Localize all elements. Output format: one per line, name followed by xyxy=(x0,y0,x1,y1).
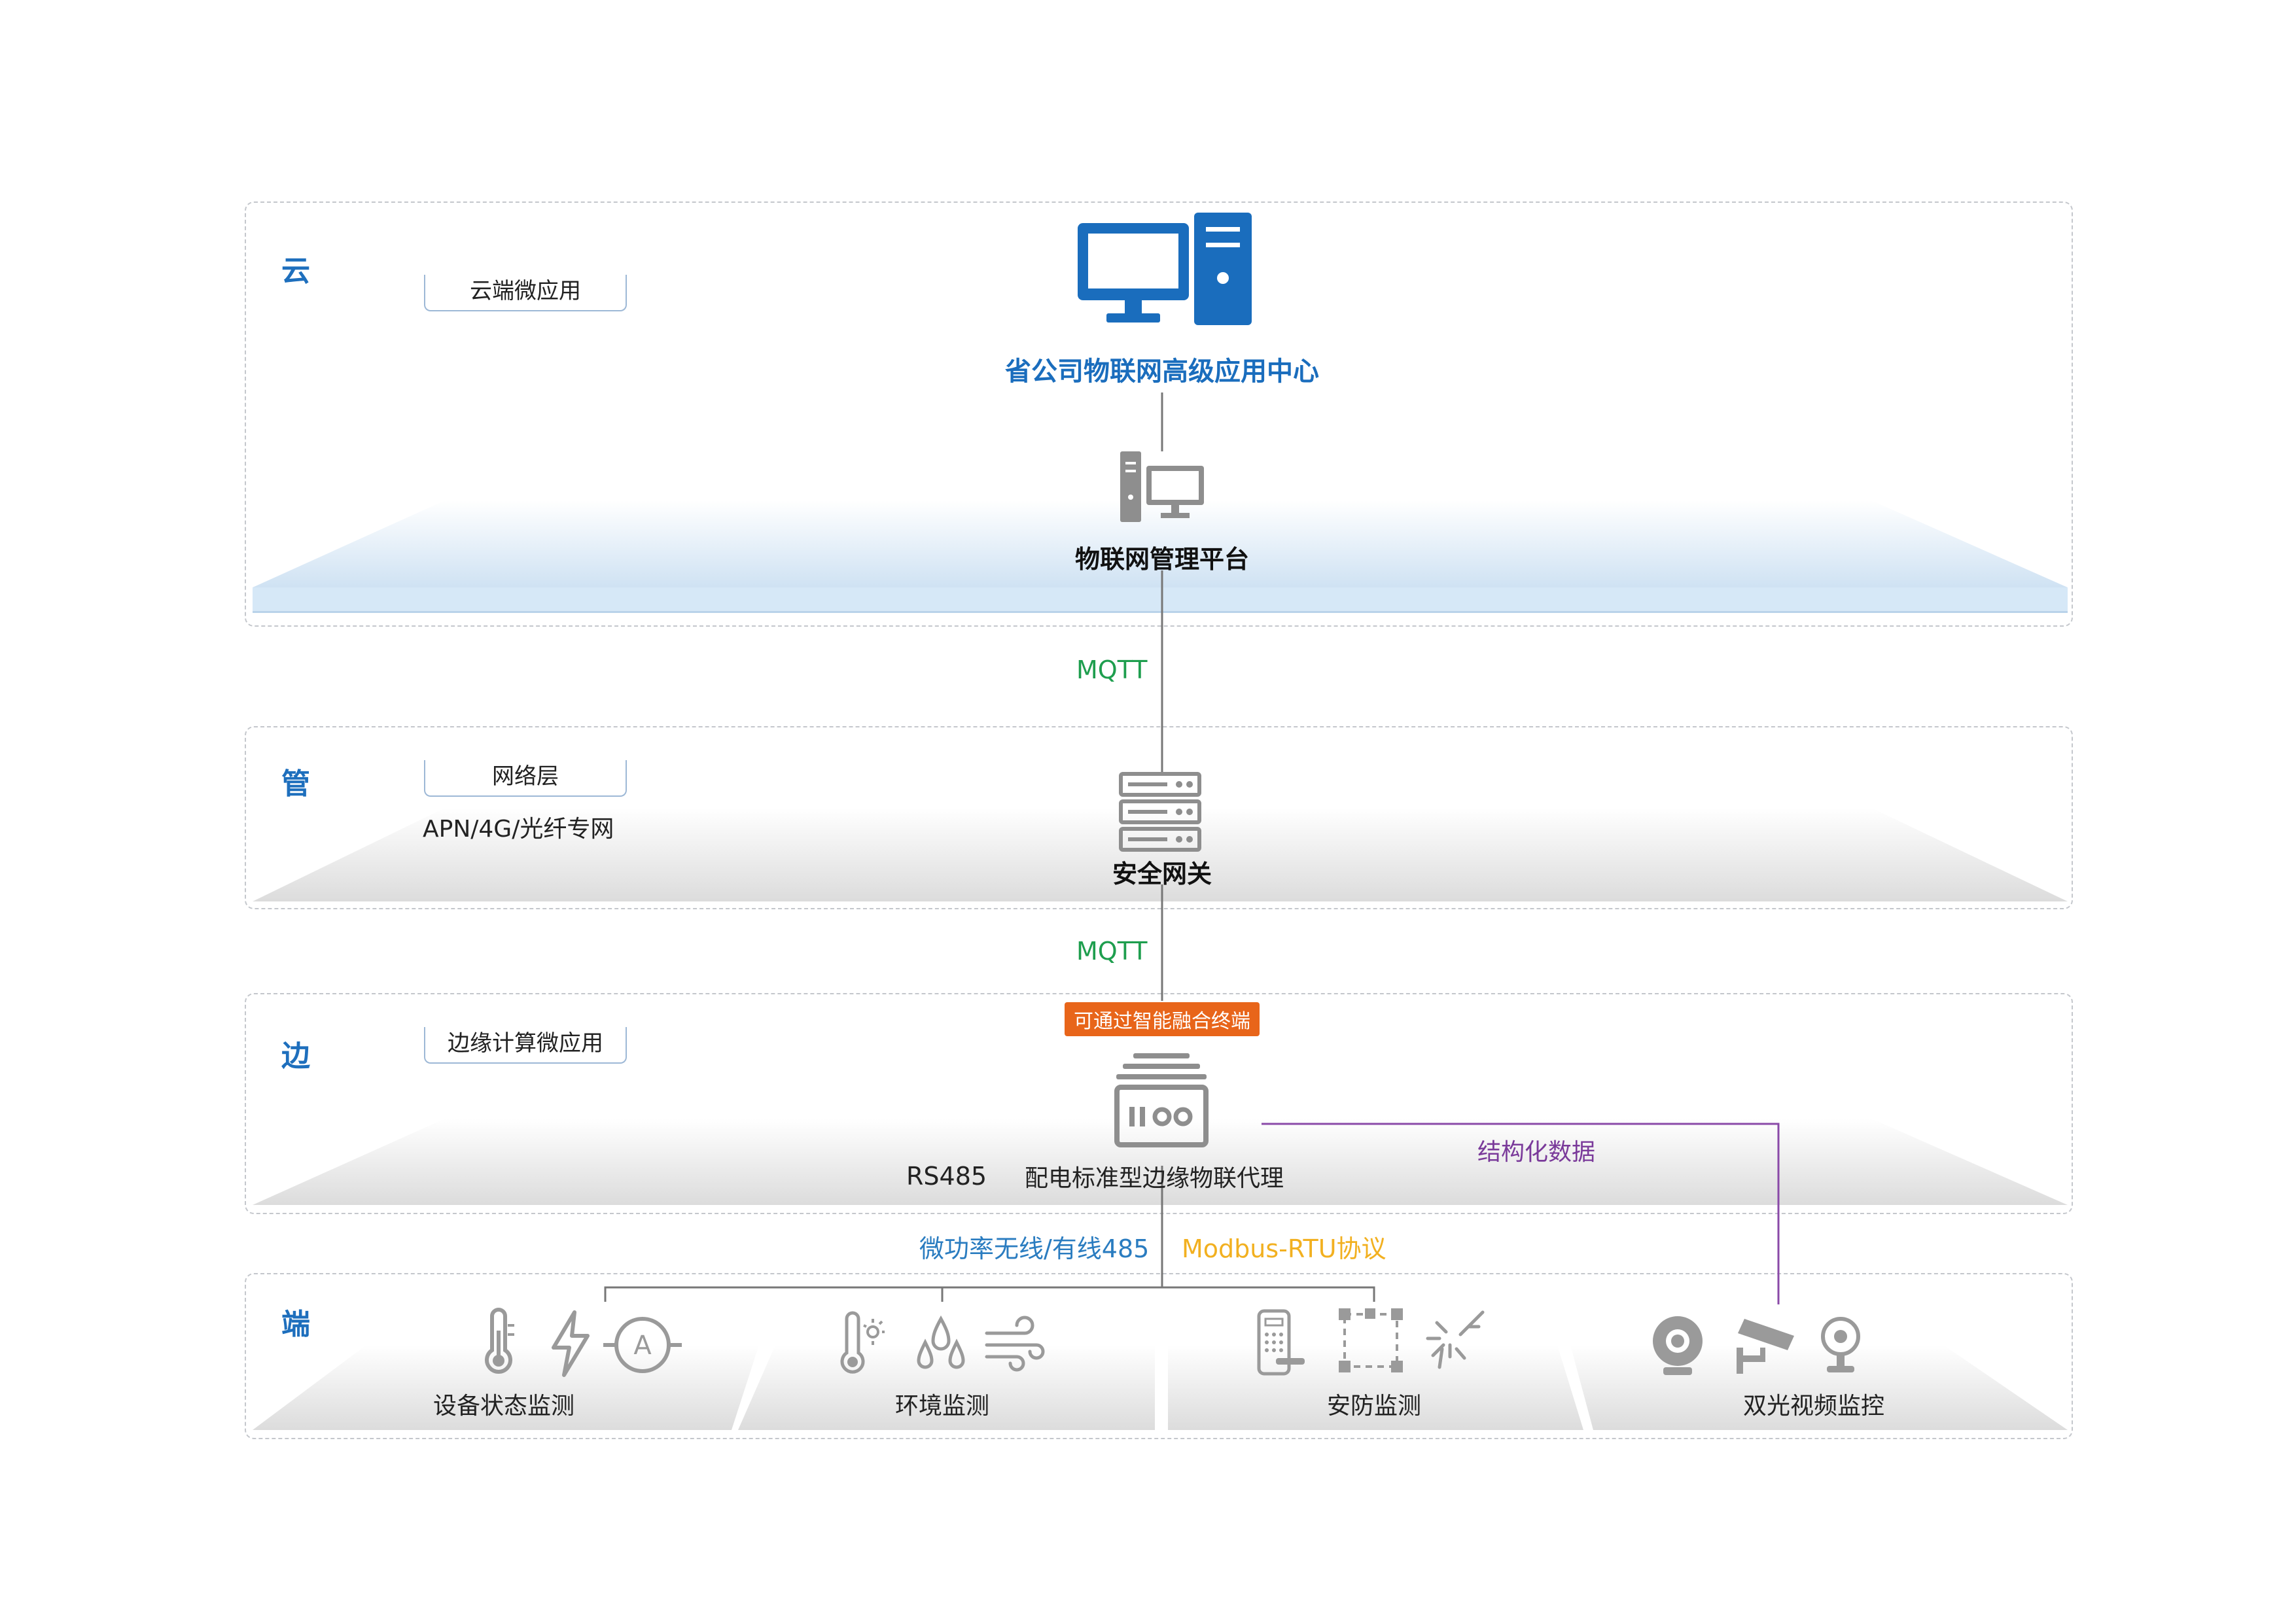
door-access-icon xyxy=(1257,1309,1305,1376)
modbus-rtu-label: Modbus-RTU协议 xyxy=(1182,1234,1386,1263)
device-group-label-3: 安防监测 xyxy=(1326,1393,1422,1420)
thermometer-icon xyxy=(485,1308,514,1374)
mqtt-upper-label: MQTT xyxy=(1076,655,1148,684)
structured-data-label: 结构化数据 xyxy=(1477,1139,1596,1166)
edge-agent-icon xyxy=(1114,1053,1209,1147)
temperature-sun-icon xyxy=(840,1311,885,1374)
edge-surface xyxy=(253,1119,2068,1205)
app-center-label: 省公司物联网高级应用中心 xyxy=(1005,357,1319,387)
workstation-icon xyxy=(1078,213,1252,325)
device-group-label-4: 双光视频监控 xyxy=(1742,1393,1885,1420)
device-group-label-1: 设备状态监测 xyxy=(433,1393,575,1420)
cloud-surface xyxy=(253,500,2068,587)
end-surface-3 xyxy=(1168,1345,1583,1430)
tab-network-layer[interactable]: 网络层 xyxy=(424,760,627,797)
network-type-note: APN/4G/光纤专网 xyxy=(423,816,614,843)
cloud-surface-edge xyxy=(253,587,2068,611)
iot-platform-label: 物联网管理平台 xyxy=(1074,545,1250,574)
gateway-server-icon xyxy=(1119,772,1201,852)
end-layer xyxy=(245,1273,2073,1439)
edge-layer xyxy=(245,993,2073,1214)
lightning-icon xyxy=(552,1310,590,1377)
device-bus-line xyxy=(604,1286,1375,1302)
water-drops-icon xyxy=(917,1315,965,1369)
bullet-camera-icon xyxy=(1737,1319,1794,1374)
tab-edge-micro-app[interactable]: 边缘计算微应用 xyxy=(424,1027,627,1064)
device-group-label-2: 环境监测 xyxy=(894,1393,990,1420)
structured-data-line xyxy=(1262,1123,1780,1304)
ammeter-icon: A xyxy=(603,1317,682,1373)
svg-text:A: A xyxy=(633,1331,652,1361)
security-gateway-label: 安全网关 xyxy=(1112,860,1212,888)
end-surface-4 xyxy=(1570,1345,2068,1430)
end-surface-1 xyxy=(253,1345,759,1430)
wind-icon xyxy=(985,1316,1045,1372)
wireless-485-label: 微功率无线/有线485 xyxy=(919,1234,1150,1263)
fusion-terminal-badge: 可通过智能融合终端 xyxy=(1065,1002,1260,1036)
dome-camera-icon xyxy=(1653,1316,1703,1375)
mqtt-lower-label: MQTT xyxy=(1076,937,1148,966)
layer-title-edge: 边 xyxy=(281,1039,310,1073)
layer-title-cloud: 云 xyxy=(281,254,310,288)
webcam-icon xyxy=(1821,1317,1860,1372)
pipe-surface xyxy=(253,808,2068,901)
rs485-label: RS485 xyxy=(906,1162,987,1191)
perimeter-icon xyxy=(1339,1308,1403,1372)
pipe-layer xyxy=(245,726,2073,909)
platform-computer-icon xyxy=(1120,451,1204,522)
tab-cloud-micro-app[interactable]: 云端微应用 xyxy=(424,275,627,311)
laser-icon xyxy=(1426,1310,1485,1369)
cloud-layer xyxy=(245,201,2073,627)
edge-agent-label: 配电标准型边缘物联代理 xyxy=(1025,1165,1284,1192)
layer-title-end: 端 xyxy=(281,1308,310,1341)
layer-title-pipe: 管 xyxy=(281,767,310,801)
